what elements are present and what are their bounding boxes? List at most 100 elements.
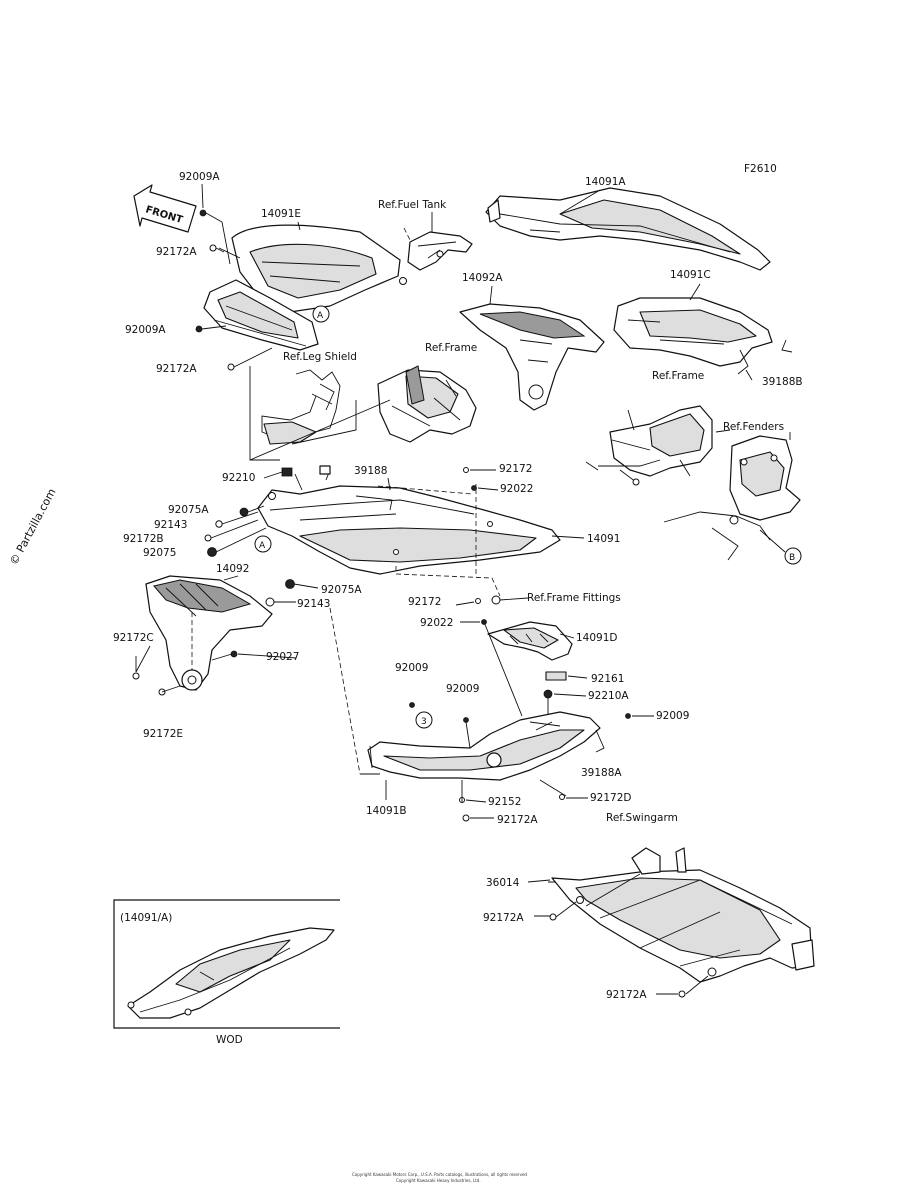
label-92210A: 92210A <box>588 690 629 702</box>
grommet-92009A <box>199 209 207 217</box>
footer-copyright-1: Copyright Kawasaki Motors Corp., U.S.A. … <box>352 1172 527 1177</box>
label-92009: 92009 <box>395 662 428 674</box>
front-arrow-icon: FRONT <box>133 184 197 233</box>
grommet-92075A-2 <box>285 579 295 589</box>
clip-frame-fittings <box>491 595 501 605</box>
bolt-92172A-4 <box>549 913 557 921</box>
label-92172E: 92172E <box>143 728 183 740</box>
label-92009A: 92009A <box>179 171 220 183</box>
svg-text:3: 3 <box>421 717 427 727</box>
label-ref-swingarm: Ref.Swingarm <box>606 812 678 824</box>
label-92172A-4: 92172A <box>483 912 524 924</box>
diagram-code: F2610 <box>744 163 777 175</box>
grommet-92009A-2 <box>195 325 203 333</box>
svg-text:A: A <box>317 311 324 321</box>
grommet-92009-2 <box>463 717 469 723</box>
bolt-92172B <box>204 534 212 542</box>
under-cowl-14091B <box>367 711 605 781</box>
label-92009-3: 92009 <box>656 710 689 722</box>
label-92172-2: 92172 <box>408 596 441 608</box>
pad-92161 <box>545 671 567 681</box>
bracket-left <box>203 279 319 351</box>
callout-A-top: A <box>312 305 330 323</box>
label-14091E: 14091E <box>261 208 301 220</box>
label-92009-2: 92009 <box>446 683 479 695</box>
bolt-92172A-2 <box>227 363 235 371</box>
label-92022-2: 92022 <box>420 617 453 629</box>
label-92172A-5: 92172A <box>606 989 647 1001</box>
watermark-text: © Partzilla.com <box>7 486 58 567</box>
nut-92210A <box>543 689 553 699</box>
label-14091B: 14091B <box>366 805 407 817</box>
nut-92210 <box>281 467 293 477</box>
label-92075A-2: 92075A <box>321 584 362 596</box>
bolt-92172A-3 <box>462 814 470 822</box>
label-ref-fenders: Ref.Fenders <box>723 421 784 433</box>
label-ref-fuel-tank: Ref.Fuel Tank <box>378 199 447 211</box>
label-92143-2: 92143 <box>297 598 330 610</box>
inset-title: (14091/A) <box>120 912 172 924</box>
footer-copyright-2: Copyright Kawasaki Heavy Industries, Ltd… <box>396 1178 481 1183</box>
grommet-92075 <box>207 547 217 557</box>
label-92172: 92172 <box>499 463 532 475</box>
grommet-92075A <box>239 507 249 517</box>
label-92172A-3: 92172A <box>497 814 538 826</box>
label-92172A: 92172A <box>156 246 197 258</box>
screw-92172 <box>463 467 469 473</box>
grommet-92009 <box>409 702 415 708</box>
side-cover-14092 <box>145 575 273 691</box>
bolt-92172C <box>132 672 140 680</box>
label-92161: 92161 <box>591 673 624 685</box>
svg-text:A: A <box>259 541 266 551</box>
label-14091C: 14091C <box>670 269 711 281</box>
label-14091D: 14091D <box>576 632 618 644</box>
label-39188B: 39188B <box>762 376 803 388</box>
callout-3: 3 <box>415 711 433 729</box>
fuel-tank-bracket <box>407 231 473 271</box>
callout-B: B <box>784 547 802 565</box>
fenders-ref <box>663 435 801 561</box>
tank-cover-14091E <box>231 224 407 313</box>
frame-bracket-center <box>377 365 477 443</box>
bolt-92172D <box>559 794 565 800</box>
label-92172A-2: 92172A <box>156 363 197 375</box>
label-92075: 92075 <box>143 547 176 559</box>
seat-cowl-14091A <box>485 187 771 271</box>
label-14091A: 14091A <box>585 176 626 188</box>
label-92210: 92210 <box>222 472 255 484</box>
label-92152: 92152 <box>488 796 521 808</box>
label-ref-frame-2: Ref.Frame <box>652 370 704 382</box>
label-ref-frame-fittings: Ref.Frame Fittings <box>527 592 621 604</box>
label-ref-leg-shield: Ref.Leg Shield <box>283 351 357 363</box>
rear-frame-ref <box>585 405 713 486</box>
label-92172B: 92172B <box>123 533 164 545</box>
bolt-92172A <box>209 244 217 252</box>
bracket-14091D <box>487 621 573 661</box>
clip-39188B <box>781 339 793 353</box>
rear-cover-14091C <box>613 297 773 375</box>
label-92075A: 92075A <box>168 504 209 516</box>
label-14092: 14092 <box>216 563 249 575</box>
screw-92172-2 <box>475 598 481 604</box>
leg-shield-ref <box>261 369 341 445</box>
label-92172D: 92172D <box>590 792 632 804</box>
inset-variant-box <box>113 899 340 1029</box>
collar-92143-2 <box>265 597 275 607</box>
side-cowl-14091 <box>257 485 561 575</box>
inset-caption: WOD <box>216 1034 243 1046</box>
chain-cover-36014 <box>551 847 815 983</box>
label-14091: 14091 <box>587 533 620 545</box>
collar-92143 <box>215 520 223 528</box>
leader-lines <box>135 183 753 995</box>
label-92172C: 92172C <box>113 632 154 644</box>
label-ref-frame: Ref.Frame <box>425 342 477 354</box>
label-39188: 39188 <box>354 465 387 477</box>
clip-39188 <box>319 465 331 475</box>
label-92022: 92022 <box>500 483 533 495</box>
side-cover-14092A <box>459 303 605 411</box>
label-39188A: 39188A <box>581 767 622 779</box>
nut-92022 <box>471 485 477 491</box>
label-36014: 36014 <box>486 877 520 889</box>
callout-A-lower: A <box>254 535 272 553</box>
